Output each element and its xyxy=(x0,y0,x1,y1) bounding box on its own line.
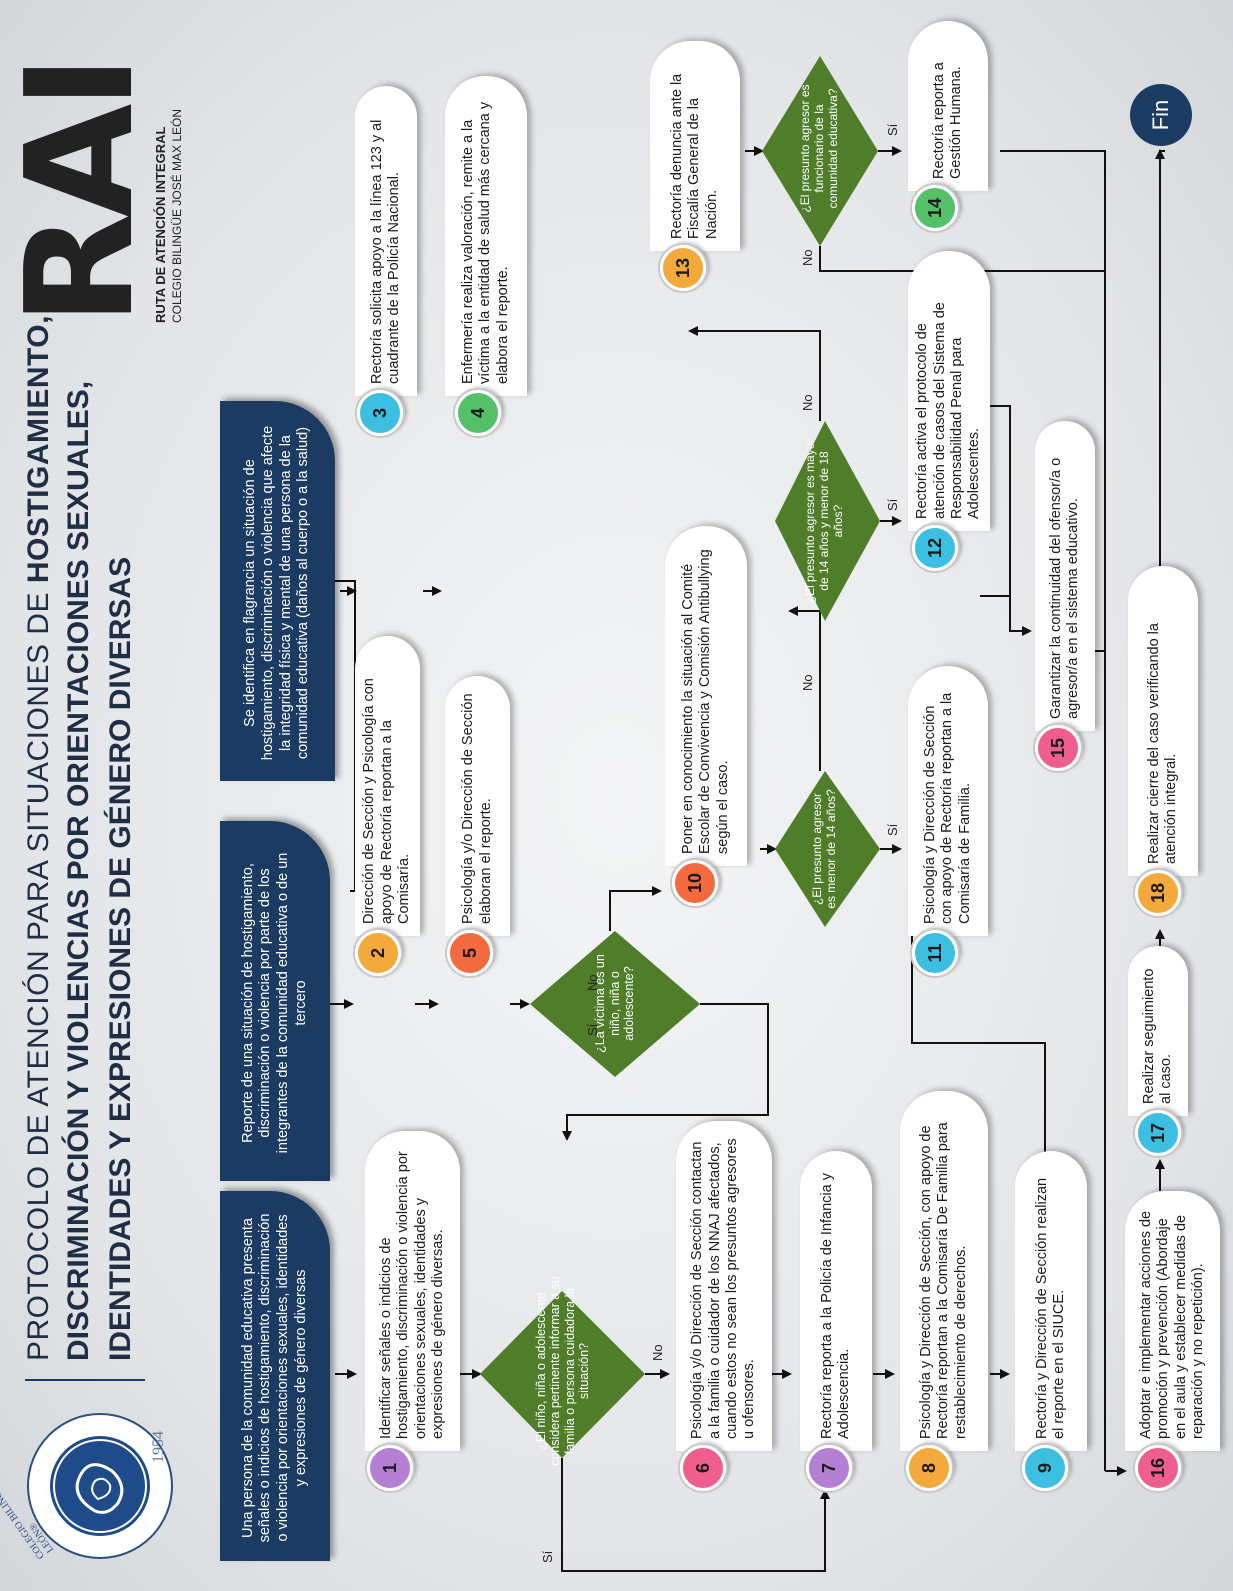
arrow-d1-s7 xyxy=(561,1458,830,1572)
decision-1-text: ¿El niño, niña o adolescente considera p… xyxy=(533,1276,591,1466)
arrow-d2-s10 xyxy=(609,886,662,931)
decision-2-text: ¿La víctima es un niño, niña o adolescen… xyxy=(593,954,637,1053)
arrow-d4-s13 xyxy=(688,326,821,421)
label-d1-yes: Sí xyxy=(540,1550,555,1563)
label-d3-yes: Sí xyxy=(885,823,900,836)
label-d4-yes: Sí xyxy=(885,498,900,511)
decision-4-shape xyxy=(775,421,880,621)
label-d3-no: No xyxy=(800,674,815,691)
line-d5-no xyxy=(819,246,1105,272)
end-node: Fin xyxy=(1130,84,1192,146)
label-d5-no: No xyxy=(800,249,815,266)
decision-4-text: ¿El presunto agresor es mayor de 14 años… xyxy=(803,438,845,604)
decision-3-text: ¿El presunto agresor es menor de 14 años… xyxy=(810,789,838,909)
label-d1-no: No xyxy=(650,1344,665,1361)
line-merge xyxy=(1000,150,1106,1471)
decision-5-text: ¿El presunto agresor es funcionario de l… xyxy=(798,84,840,213)
label-d2-no: No xyxy=(585,974,600,991)
decision-1-shape xyxy=(480,1291,645,1458)
arrow-d2-d1 xyxy=(562,1003,769,1141)
decision-3-shape xyxy=(775,771,880,927)
decision-5-shape xyxy=(762,56,878,246)
label-d2-yes: Sí xyxy=(585,1023,600,1036)
label-d5-yes: Sí xyxy=(885,123,900,136)
arrow-s12-s15 xyxy=(980,405,1032,636)
label-d4-no: No xyxy=(800,394,815,411)
decision-2-shape xyxy=(530,931,700,1077)
